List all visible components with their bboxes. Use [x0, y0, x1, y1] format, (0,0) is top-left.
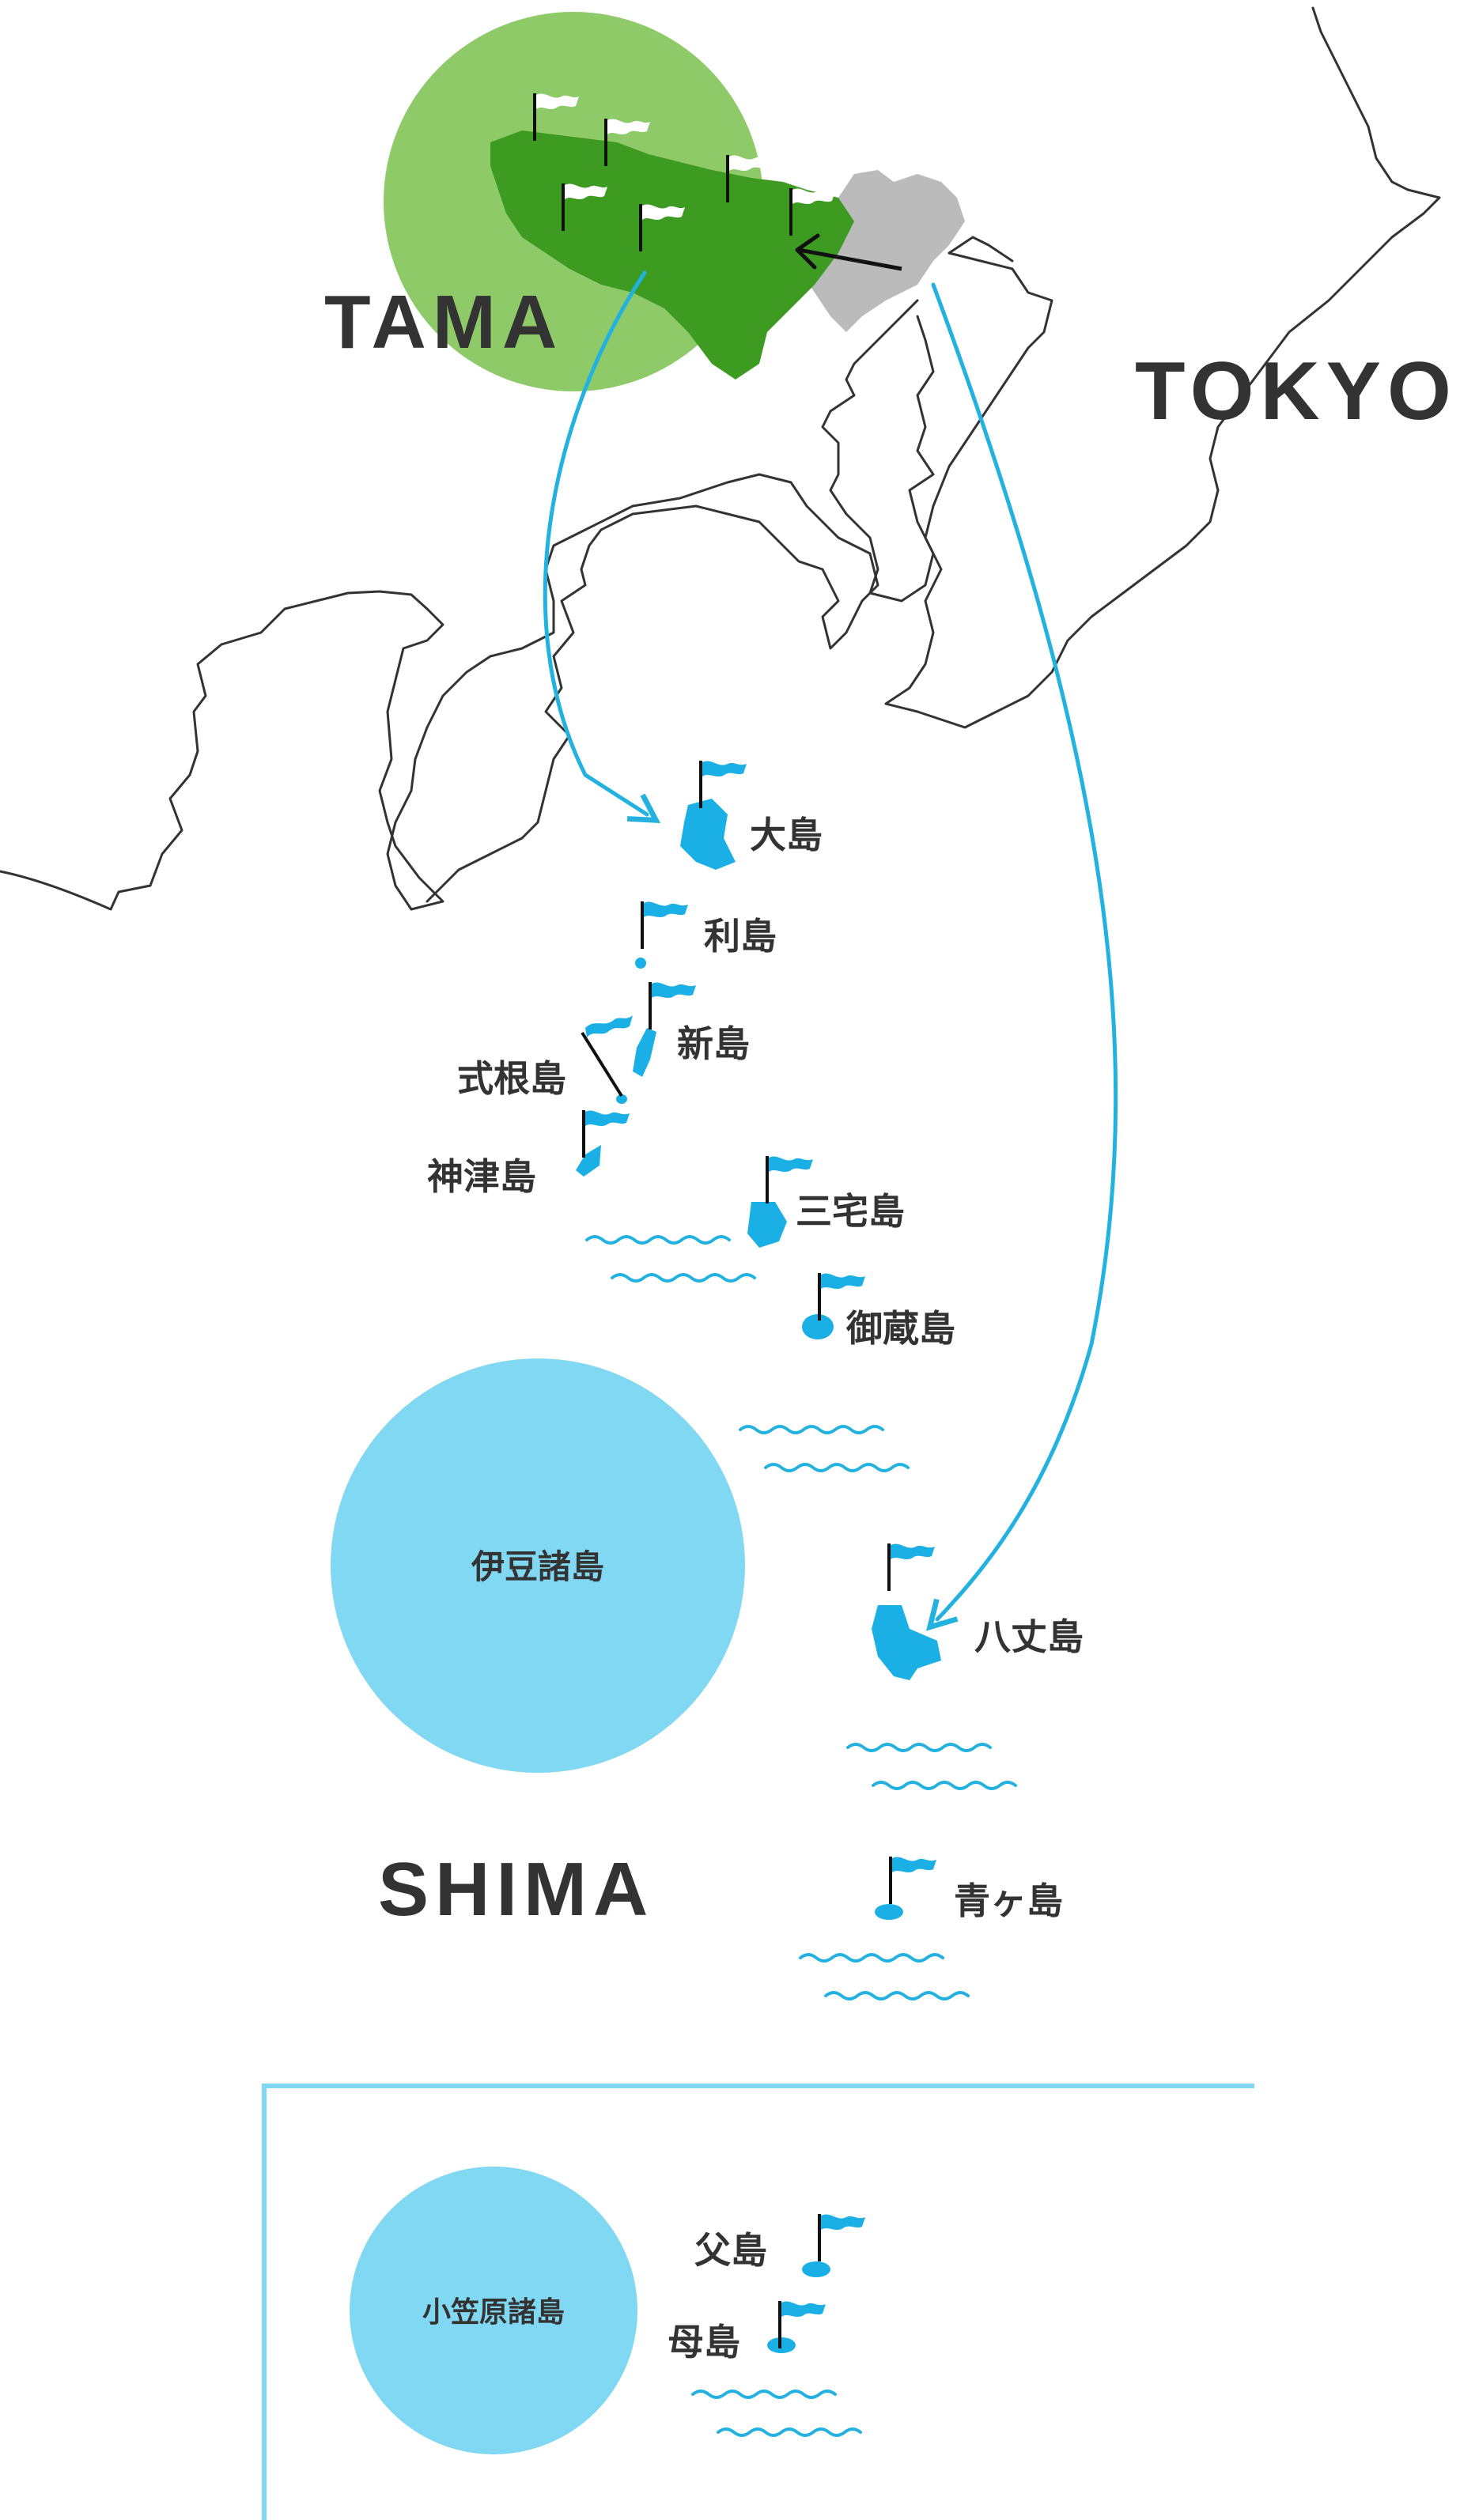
island-hahajima-label: 母島	[668, 2321, 740, 2363]
island-oshima-label: 大島	[750, 814, 823, 856]
island-shikinejima-shape	[616, 1094, 627, 1104]
island-shikinejima-label: 式根島	[457, 1057, 566, 1100]
island-hachijojima-shape	[872, 1605, 941, 1680]
inset-frame	[262, 2084, 1254, 2520]
wave-icon	[585, 1235, 756, 1283]
island-kozushima-label: 神津島	[427, 1155, 536, 1198]
island-mikurajima-shape	[802, 1314, 834, 1339]
shima-label: SHIMA	[378, 1847, 654, 1932]
wave-icon	[691, 2390, 862, 2437]
izu-circle	[331, 1358, 745, 1773]
coastline	[0, 6, 1441, 911]
wave-icon	[799, 1953, 970, 2001]
tama-label: TAMA	[324, 280, 563, 365]
island-oshima-shape	[680, 799, 736, 870]
flag-icon	[889, 1855, 938, 1906]
wave-icon	[739, 1425, 910, 1472]
ogasawara-inset: 小笠原諸島 父島 母島	[262, 2084, 1254, 2520]
island-chichijima-label: 父島	[694, 2229, 767, 2272]
tama-area: TAMA TOKYO	[324, 12, 1458, 437]
island-toshima-label: 利島	[704, 915, 777, 958]
island-chichijima-shape	[802, 2261, 830, 2277]
route-tokyo-hachijojima	[925, 282, 1118, 1631]
island-miyakejima-label: 三宅島	[796, 1190, 905, 1233]
route-lines	[543, 270, 1118, 1631]
island-hachijojima-label: 八丈島	[974, 1615, 1084, 1658]
island-kozushima-shape	[576, 1145, 601, 1177]
arrow-icon	[795, 233, 902, 271]
island-aogashima-shape	[875, 1904, 903, 1920]
island-miyakejima-shape	[747, 1202, 787, 1248]
izu-circle-label: 伊豆諸島	[471, 1547, 604, 1586]
island-aogashima-label: 青ヶ島	[954, 1880, 1063, 1922]
island-niijima-label: 新島	[677, 1022, 750, 1065]
flag-icon	[887, 1542, 936, 1592]
flag-icon	[818, 2212, 867, 2263]
tokyo-label: TOKYO	[1135, 346, 1458, 437]
route-tama-oshima	[543, 270, 661, 823]
flag-icon	[585, 1015, 633, 1037]
island-toshima-shape	[635, 958, 646, 969]
ogasawara-circle-label: 小笠原諸島	[422, 2296, 565, 2329]
flag-icon	[641, 900, 690, 950]
izu-islands: 大島 利島 新島 式根島 神津島 三宅島 御蔵島 伊豆諸島	[331, 759, 1084, 2001]
ogasawara-circle	[350, 2167, 637, 2454]
flag-icon	[582, 1109, 631, 1159]
island-niijima-shape	[633, 1028, 656, 1077]
island-mikurajima-label: 御蔵島	[845, 1307, 955, 1350]
wave-icon	[846, 1743, 1017, 1790]
